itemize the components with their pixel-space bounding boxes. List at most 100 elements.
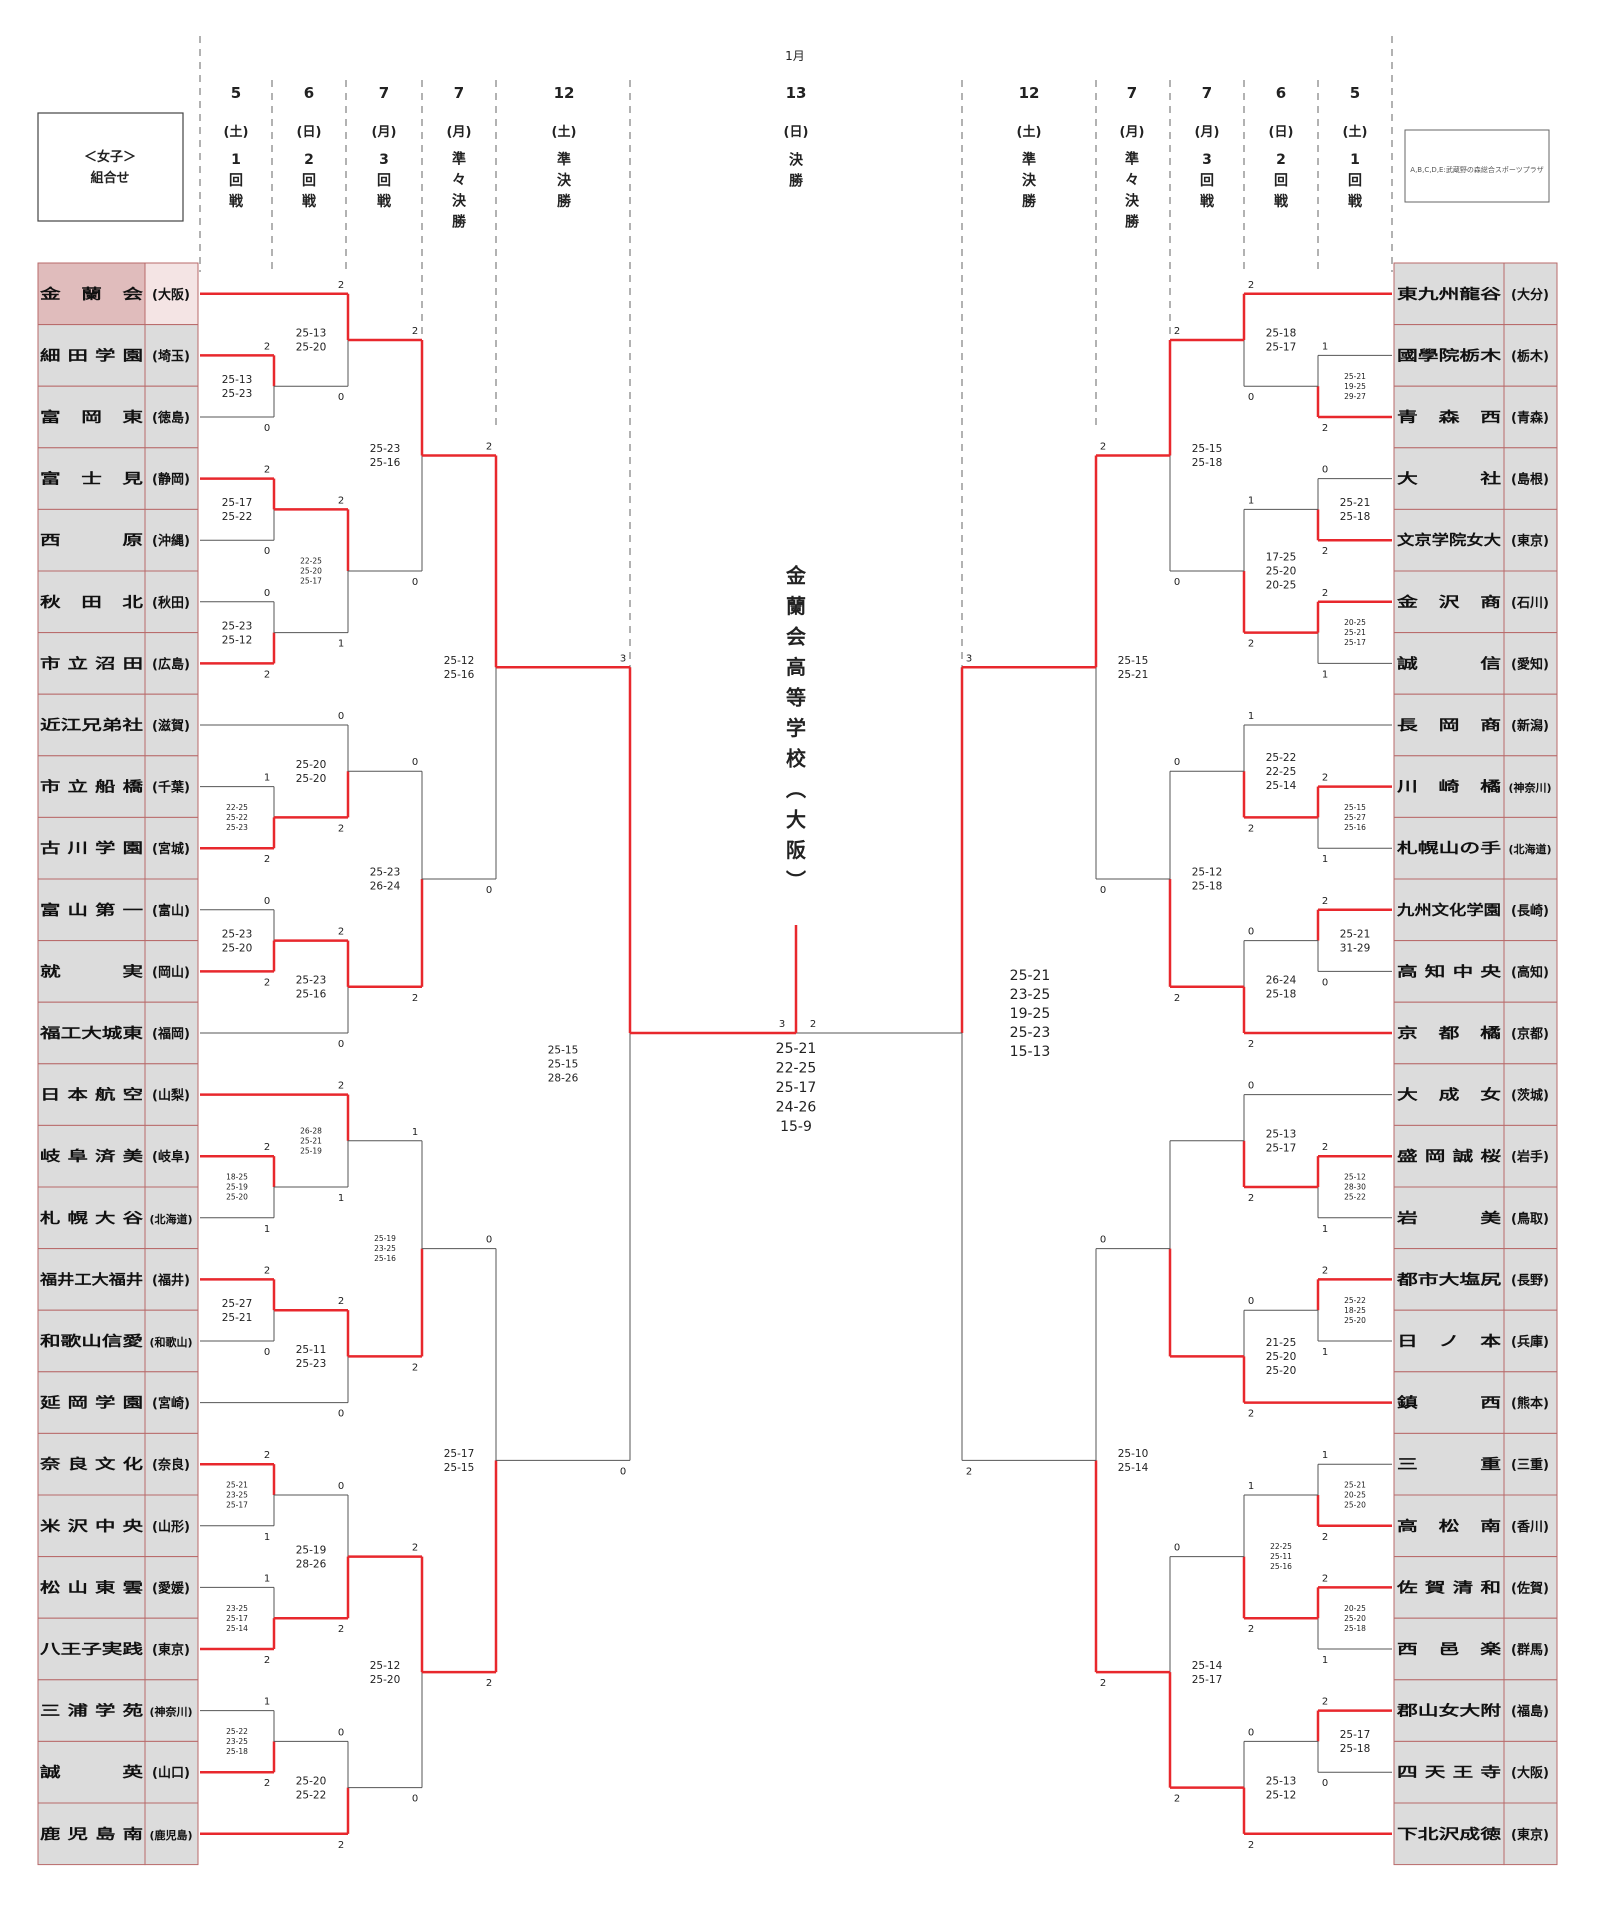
- team-name-cell: [1393, 508, 1505, 572]
- right-match-r2-set-b: 2: [1248, 1624, 1254, 1635]
- left-col-header-dow: (土): [224, 124, 249, 140]
- right-match-r2-set-b: 2: [1248, 1409, 1254, 1420]
- left-match-r3-set-b: 2: [412, 993, 418, 1004]
- left-match-r1-set-a: 2: [264, 1142, 270, 1153]
- right-match-r1-set-a: 0: [1322, 465, 1328, 476]
- left-team-row: 市 立 沼 田(広島): [37, 632, 199, 695]
- left-match-r4-set-a: 2: [486, 442, 492, 453]
- left-match-r1-set-a: 1: [264, 1573, 270, 1584]
- left-match-r2-score-line: 25-16: [296, 988, 327, 1000]
- right-match-r5-score-line: 25-23: [1010, 1025, 1051, 1041]
- team-name-cell: [37, 878, 146, 942]
- right-col-header-round-line: 戦: [1348, 193, 1363, 210]
- team-name: 川 崎 橘: [1396, 779, 1501, 796]
- right-col-header-round: 3回戦: [1200, 152, 1215, 210]
- left-match-r2-score-line: 25-13: [296, 328, 327, 340]
- right-team-row: 高 知 中 央(高知): [1393, 940, 1558, 1003]
- champion-name-line: ︵: [786, 777, 806, 801]
- team-pref-cell: [144, 1494, 199, 1558]
- left-match-r1-set-a: 2: [264, 1450, 270, 1461]
- left-match-r2-set-a: 0: [338, 711, 344, 722]
- right-match-r4-score-line: 25-14: [1118, 1462, 1149, 1474]
- final-col-header-round-line: 決: [789, 151, 804, 168]
- team-pref: (岡山): [152, 964, 190, 980]
- team-name: 誠 信: [1397, 655, 1501, 672]
- final-col-header-dow: (日): [784, 125, 809, 140]
- left-col-header-day: 5: [231, 84, 241, 102]
- right-match-r1-score-line: 25-20: [1344, 1316, 1366, 1325]
- right-team-row: 日 ノ 本(兵庫): [1393, 1309, 1558, 1373]
- title-box: [37, 112, 184, 222]
- right-match-r1-set-b: 1: [1322, 1347, 1328, 1358]
- right-match-r4-set-b: 2: [1100, 1678, 1106, 1689]
- left-match-r2-set-b: 0: [338, 1409, 344, 1420]
- team-name-cell: [37, 1124, 146, 1188]
- right-match-r3-set-a: 0: [1174, 1543, 1180, 1554]
- left-match-r4-set-b: 0: [486, 885, 492, 896]
- left-match-r1-score-line: 25-14: [226, 1624, 248, 1633]
- left-team-row: 富 岡 東(徳島): [37, 385, 199, 449]
- right-match-r2-score-line: 20-25: [1266, 580, 1297, 592]
- final-score-line: 25-17: [776, 1080, 817, 1096]
- right-match-r2-score-line: 25-12: [1266, 1789, 1297, 1801]
- right-team-row: 高 松 南(香川): [1393, 1494, 1558, 1558]
- final-col-header-day: 13: [786, 84, 807, 102]
- left-match-r1-score-line: 25-23: [226, 823, 248, 832]
- team-name: 細 田 学 園: [40, 347, 143, 364]
- left-team-row: 市 立 船 橋(千葉): [37, 755, 199, 818]
- right-match-r1-score-line: 25-21: [1340, 497, 1371, 509]
- team-pref: (高知): [1511, 964, 1549, 980]
- right-match-r1-set-a: 2: [1322, 1697, 1328, 1708]
- team-name: 誠 英: [40, 1764, 144, 1781]
- right-match-r2-score-line: 25-11: [1270, 1552, 1292, 1561]
- team-name: 富 山 第 一: [40, 902, 143, 919]
- right-col-header-day: 12: [1019, 84, 1040, 102]
- left-match-r1-score-line: 25-23: [222, 928, 253, 940]
- team-name-cell: [1393, 447, 1505, 510]
- left-match-r2-score-line: 25-20: [296, 773, 327, 785]
- right-match-r2-set-a: 2: [1248, 280, 1254, 291]
- team-pref-cell: [144, 1740, 199, 1804]
- right-match-r1-set-a: 2: [1322, 1265, 1328, 1276]
- left-col-header-dow: (日): [297, 125, 322, 140]
- team-name-cell: [37, 385, 146, 449]
- left-team-row: 八王子実践(東京): [37, 1617, 199, 1681]
- team-pref: (東京): [1511, 533, 1549, 549]
- left-col-header-round-line: 決: [557, 172, 572, 189]
- right-match-r1-set-b: 1: [1322, 669, 1328, 680]
- team-name: 高 松 南: [1397, 1518, 1501, 1535]
- right-match-r2-score-line: 22-25: [1270, 1542, 1292, 1551]
- left-col-header-round-line: 準: [557, 151, 571, 168]
- left-match-r2-score-line: 25-11: [296, 1344, 327, 1356]
- right-match-r3-set-a: 0: [1174, 757, 1180, 768]
- left-match-r1-set-b: 2: [264, 669, 270, 680]
- right-col-header-round-line: 勝: [1125, 213, 1140, 230]
- team-pref: (山口): [152, 1765, 190, 1781]
- team-name-cell: [37, 693, 146, 757]
- team-name: 富 岡 東: [40, 409, 143, 426]
- right-match-r1-set-a: 2: [1322, 1573, 1328, 1584]
- right-match-r1-score-line: 25-22: [1344, 1296, 1366, 1305]
- left-col-header-day: 7: [379, 84, 389, 102]
- team-name-cell: [1393, 1124, 1505, 1188]
- left-match-r4-score-line: 25-17: [444, 1448, 475, 1460]
- left-match-r1-set-b: 2: [264, 1655, 270, 1666]
- right-team-row: 下北沢成徳(東京): [1393, 1802, 1558, 1866]
- right-match-r1-set-a: 2: [1322, 896, 1328, 907]
- champion-name-line: ︶: [786, 869, 806, 893]
- left-col-header-day: 12: [554, 84, 575, 102]
- title-box-text-line: ＜女子＞: [84, 149, 136, 165]
- left-col-header-round-line: 戦: [229, 193, 244, 210]
